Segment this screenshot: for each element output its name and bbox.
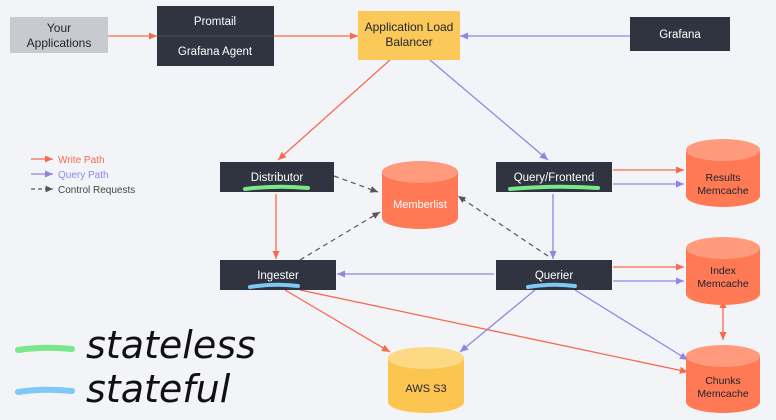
- edges: [108, 32, 727, 374]
- node-label: Memberlist: [393, 199, 447, 211]
- node-label: Grafana: [659, 29, 701, 41]
- node-label: Query/Frontend: [514, 172, 595, 184]
- edge-distributor-to-memberlist: [333, 175, 379, 193]
- database-cylinder-icon: [382, 172, 458, 229]
- stateful-marker: [526, 282, 577, 289]
- node-aws-s3: AWS S3: [388, 347, 464, 413]
- edge-alb-to-distributor: [277, 59, 391, 161]
- node-label: Querier: [535, 270, 574, 282]
- edge-ingester-to-s3: [284, 289, 391, 353]
- database-cylinder-icon: [686, 150, 760, 207]
- edge-querier-to-memberlist: [457, 195, 549, 257]
- node-promtail-agent: Promtail Grafana Agent: [157, 6, 274, 66]
- edge-querier-to-chunks: [574, 289, 689, 361]
- node-label: Ingester: [257, 270, 299, 282]
- edge-alb-to-frontend: [429, 59, 549, 161]
- legend-write-path: Write Path: [58, 155, 105, 166]
- node-ingester: Ingester: [220, 260, 336, 290]
- stateful-swatch: [15, 386, 75, 395]
- annotation-stateful: stateful: [15, 367, 231, 411]
- database-cylinder-icon: [686, 248, 760, 305]
- database-cylinder-icon: [686, 356, 760, 413]
- edge-querier-to-s3: [459, 289, 536, 353]
- node-grafana: Grafana: [630, 17, 730, 51]
- node-distributor: Distributor: [220, 162, 334, 192]
- node-query-frontend: Query/Frontend: [496, 162, 612, 192]
- annotation-stateless: stateless: [15, 323, 256, 367]
- grafana-agent-label: Grafana Agent: [178, 46, 253, 58]
- stateful-marker: [248, 282, 300, 289]
- stateless-swatch: [15, 344, 75, 353]
- stateless-text: stateless: [86, 323, 256, 367]
- stateful-text: stateful: [86, 367, 231, 411]
- stateless-marker: [243, 184, 310, 191]
- node-memberlist: Memberlist: [382, 161, 458, 229]
- node-label: Distributor: [251, 172, 304, 184]
- edge-ingester-to-memberlist: [299, 211, 381, 261]
- node-querier: Querier: [496, 260, 612, 290]
- edge-ingester-to-chunks: [299, 289, 689, 374]
- legend-query-path: Query Path: [58, 170, 109, 181]
- database-cylinder-icon: [388, 358, 464, 413]
- legend: Write Path Query Path Control Requests: [31, 155, 135, 196]
- promtail-label: Promtail: [194, 16, 236, 28]
- legend-control-requests: Control Requests: [58, 185, 135, 196]
- node-label: AWS S3: [405, 383, 446, 395]
- stateless-marker: [508, 184, 600, 191]
